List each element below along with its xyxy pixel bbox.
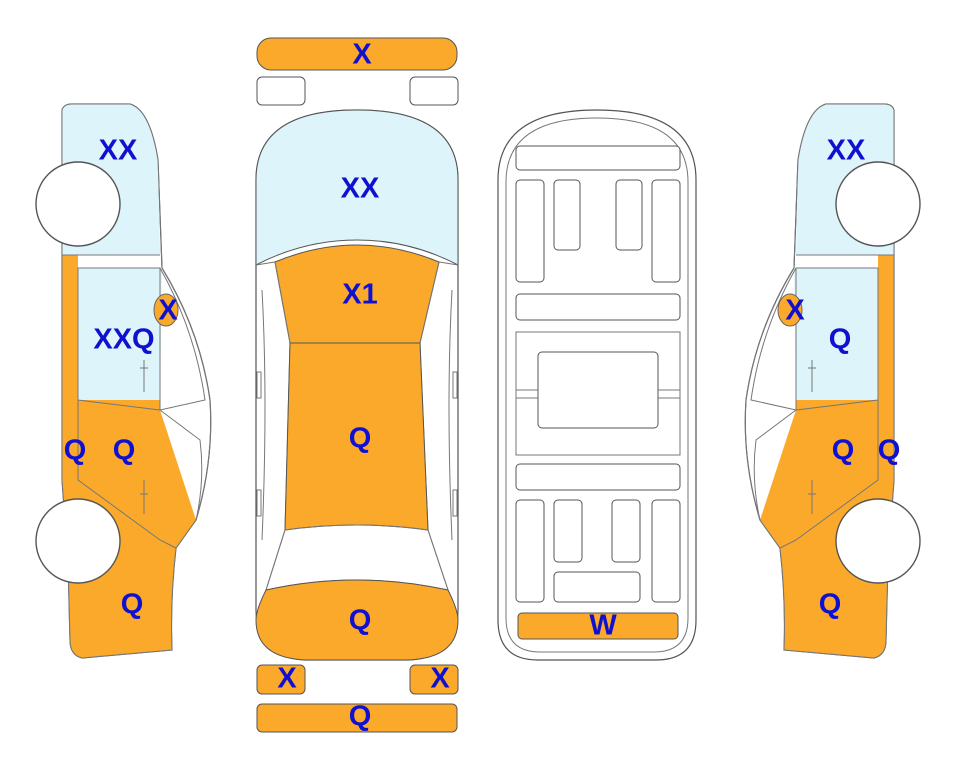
rear-light-left bbox=[256, 664, 306, 695]
rear-bumper bbox=[256, 703, 458, 733]
label-right-rear-quarter: Q bbox=[819, 589, 842, 621]
label-left-sill: Q bbox=[64, 435, 87, 467]
damage-labels: X XX X1 Q Q X X Q W XX X XXQ Q Q Q XX X … bbox=[64, 39, 901, 733]
label-rear-bumper: Q bbox=[349, 701, 372, 733]
label-left-front-glass: XX bbox=[99, 135, 138, 167]
top-view bbox=[255, 37, 459, 733]
label-rear-light-left: X bbox=[277, 663, 297, 695]
label-hood-glass: XX bbox=[341, 173, 380, 205]
label-left-rear-quarter: Q bbox=[121, 589, 144, 621]
right-side-view bbox=[744, 103, 921, 659]
underbody-view bbox=[497, 109, 697, 661]
label-underbody-rear: W bbox=[589, 610, 617, 642]
label-roof: Q bbox=[349, 423, 372, 455]
rear-light-right bbox=[409, 664, 459, 695]
label-left-front-door: XXQ bbox=[93, 324, 154, 356]
label-trunk: Q bbox=[349, 605, 372, 637]
front-bumper bbox=[256, 37, 458, 71]
left-side-view bbox=[35, 103, 212, 659]
label-rear-light-right: X bbox=[430, 663, 450, 695]
headlight-left bbox=[256, 76, 306, 106]
label-front-bumper-top: X bbox=[352, 39, 372, 71]
label-right-mirror: X bbox=[785, 295, 805, 327]
label-hood: X1 bbox=[342, 279, 377, 311]
label-left-rear-door: Q bbox=[113, 435, 136, 467]
underbody-rear-panel bbox=[517, 612, 679, 640]
label-right-rear-door: Q bbox=[832, 435, 855, 467]
label-right-sill: Q bbox=[878, 435, 901, 467]
label-right-front-glass: XX bbox=[827, 135, 866, 167]
label-right-front-door: Q bbox=[829, 324, 852, 356]
hood-glass bbox=[255, 109, 459, 266]
headlight-right bbox=[409, 76, 459, 106]
label-left-mirror: X bbox=[158, 295, 178, 327]
trunk-panel bbox=[255, 579, 459, 661]
